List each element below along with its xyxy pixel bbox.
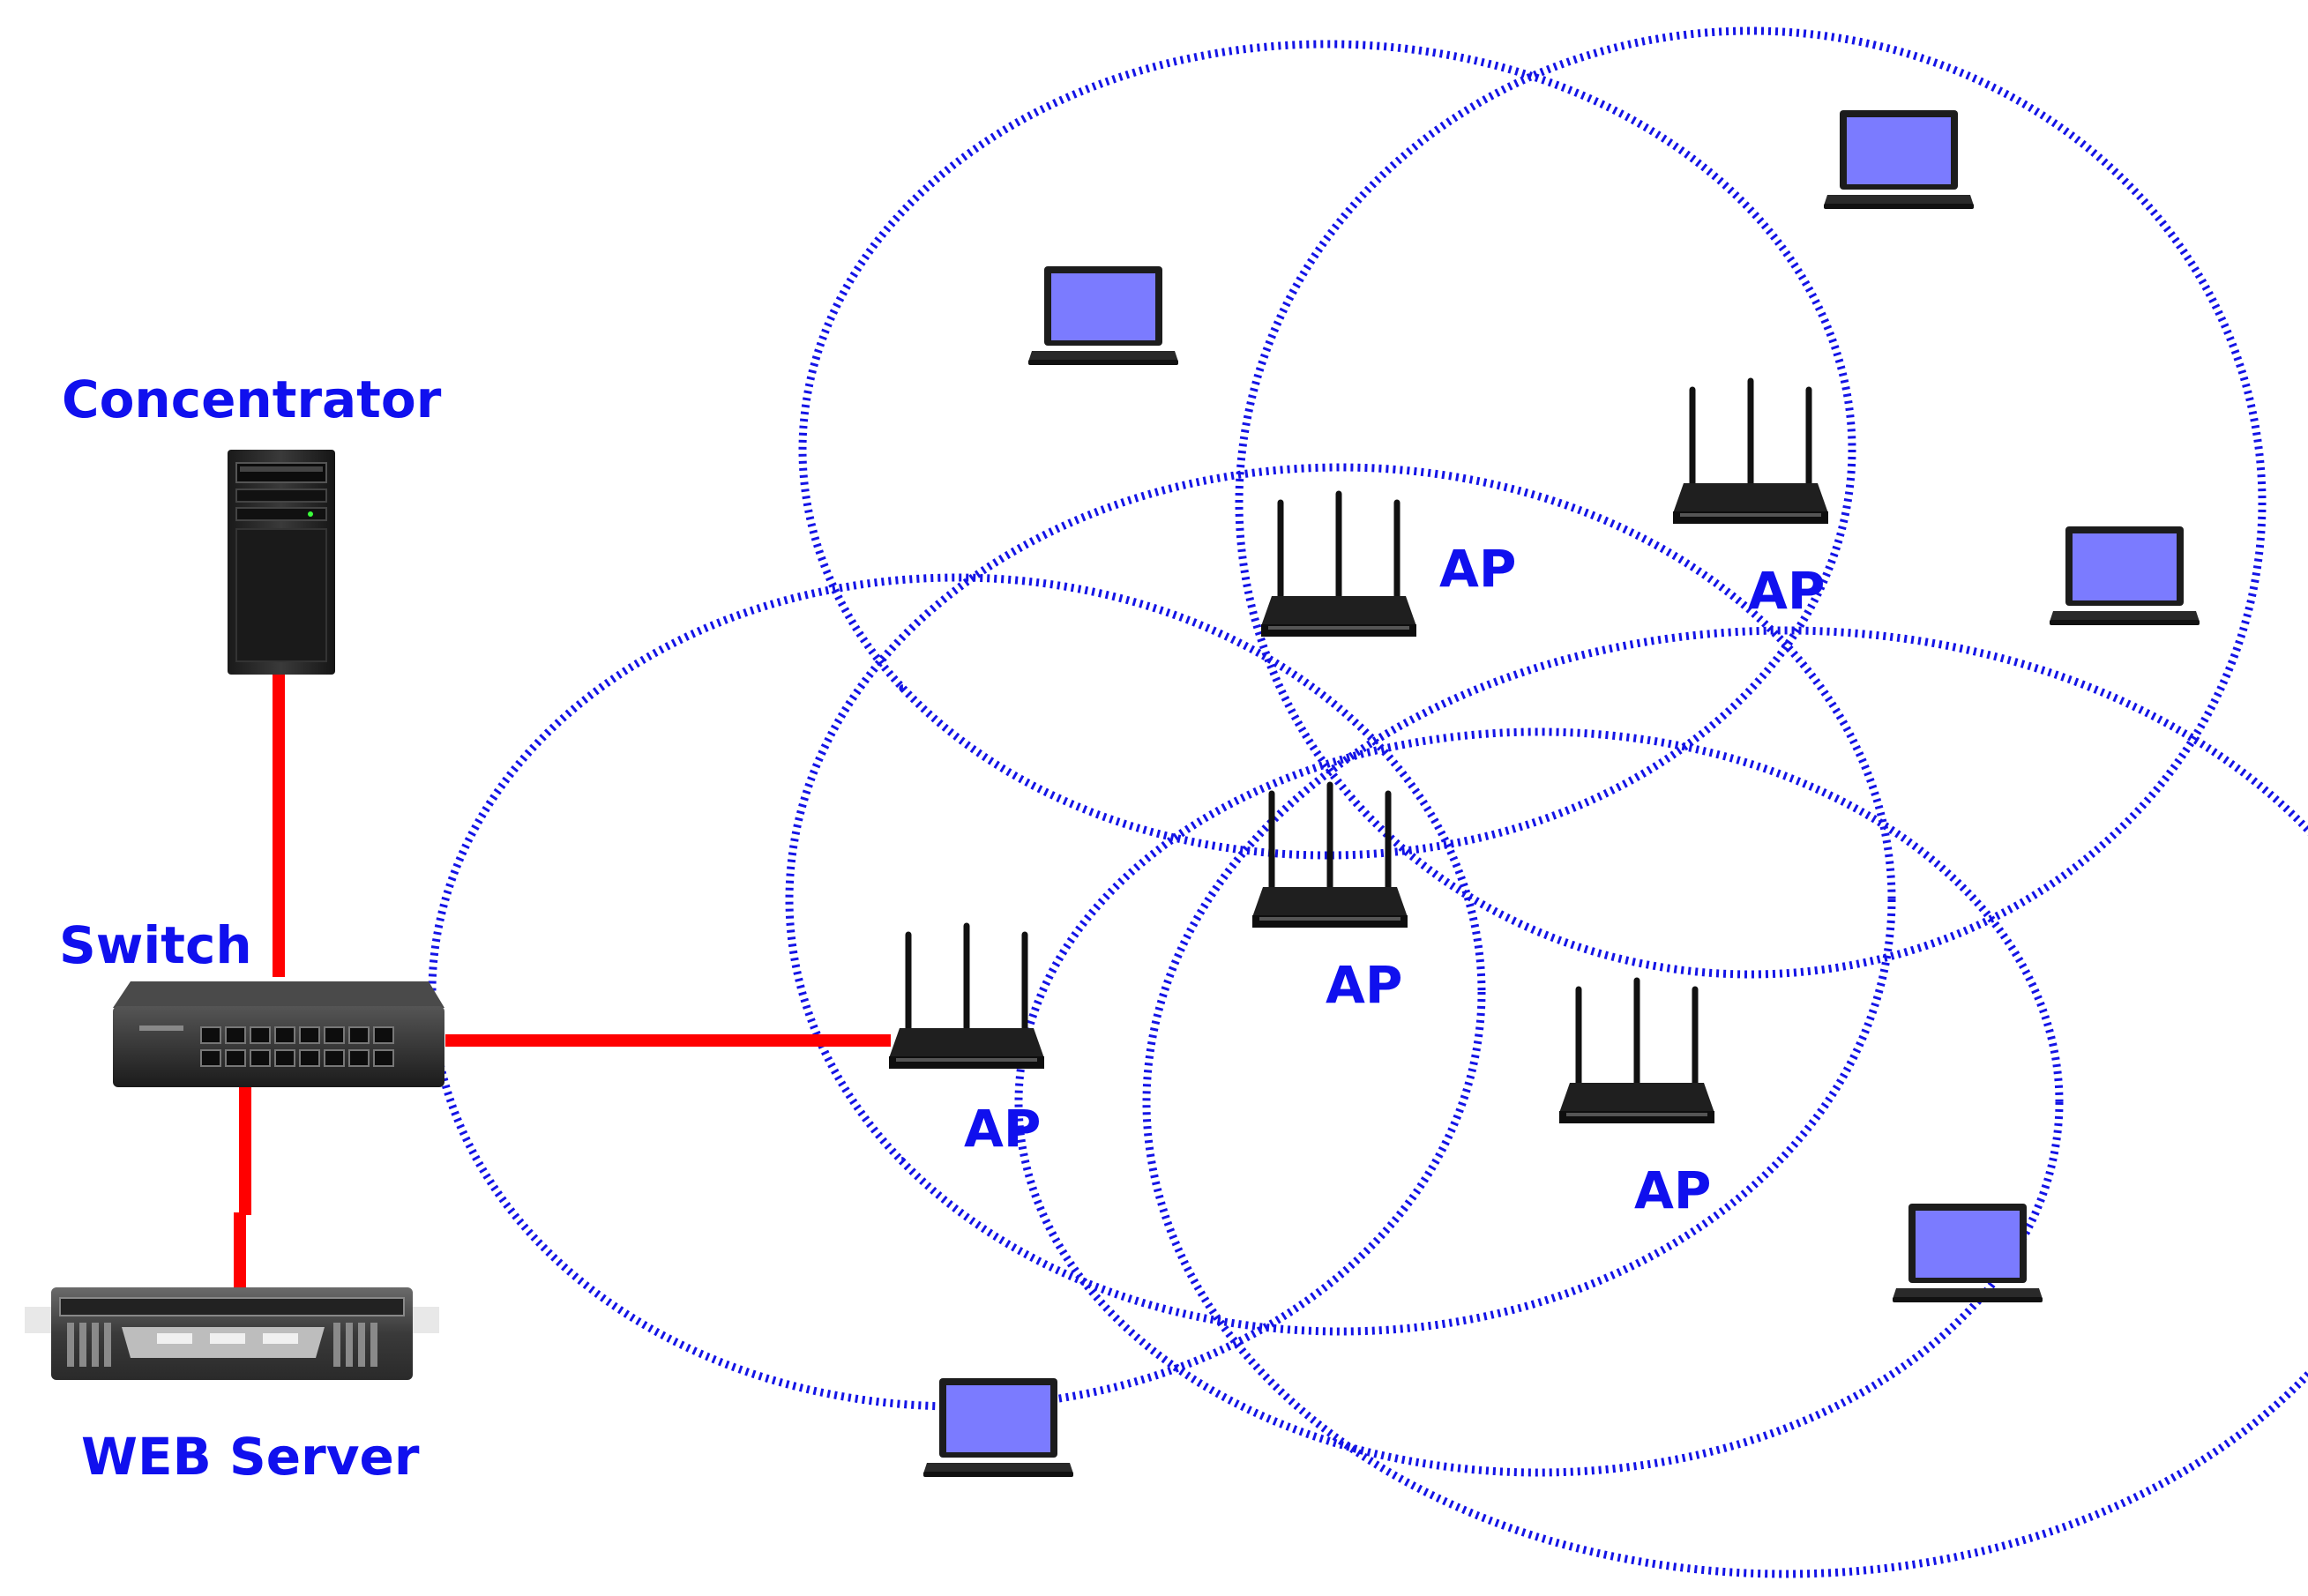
ap-router-wifi-router-icon[interactable] (1673, 381, 1828, 524)
ap-label: AP (964, 1099, 1041, 1159)
laptop-icon[interactable] (923, 1378, 1073, 1477)
web-server-label: WEB Server (81, 1427, 420, 1487)
ap-router-wifi-router-icon[interactable] (1559, 981, 1714, 1123)
ap-router-wifi-router-icon[interactable] (889, 926, 1044, 1069)
coverage-ring (785, 463, 1896, 1336)
wired-links (234, 670, 891, 1292)
ap-label: AP (1439, 539, 1516, 599)
concentrator-label: Concentrator (62, 369, 442, 429)
laptop-icon[interactable] (1893, 1204, 2043, 1302)
coverage-ring (1235, 26, 2267, 979)
laptop-icon[interactable] (2050, 526, 2200, 625)
laptop-icon[interactable] (1028, 266, 1178, 365)
laptop-icon[interactable] (1824, 110, 1974, 209)
ap-label: AP (1748, 561, 1825, 621)
coverage-ring (798, 40, 1856, 860)
coverage-ring (1014, 727, 2064, 1477)
concentrator-server-tower-icon[interactable] (228, 450, 335, 675)
coverage-ring (428, 573, 1486, 1411)
coverage-ring (1142, 626, 2308, 1578)
coverage-rings (428, 26, 2308, 1578)
switch-label: Switch (59, 915, 252, 975)
ap-label: AP (1326, 955, 1402, 1015)
ap-label: AP (1634, 1160, 1711, 1220)
ap-router-wifi-router-icon[interactable] (1261, 494, 1416, 637)
network-switch-icon[interactable] (113, 981, 444, 1087)
web-server-rack-server-icon[interactable] (25, 1287, 439, 1380)
